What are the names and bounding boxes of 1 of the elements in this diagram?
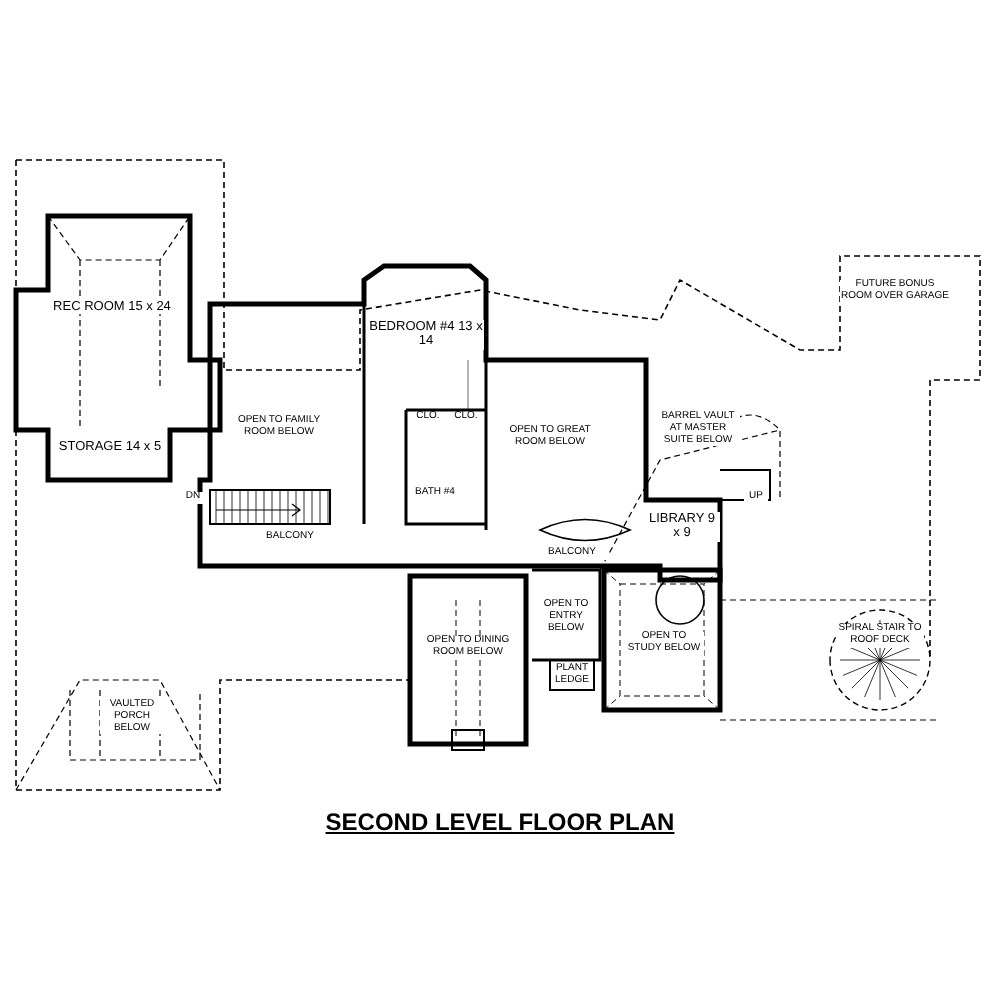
- plan-title: SECOND LEVEL FLOOR PLAN: [323, 808, 677, 836]
